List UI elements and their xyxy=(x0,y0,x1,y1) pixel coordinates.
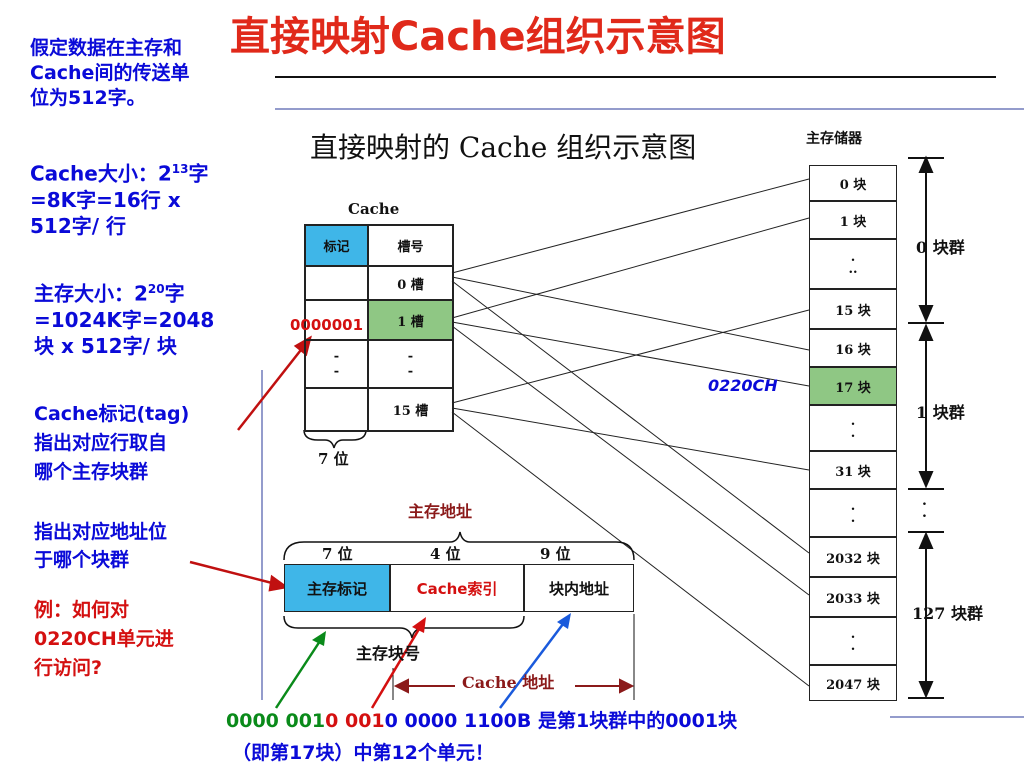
field-index: Cache索引 xyxy=(390,564,524,612)
tag-note: Cache标记(tag) 指出对应行取自 哪个主存块群 xyxy=(34,403,190,483)
mem-block-1: 1 块 xyxy=(809,201,897,239)
tag-cell-15 xyxy=(305,388,368,431)
group-dots: .. xyxy=(922,493,927,521)
memory-size-note: 主存大小：220字 =1024K字=2048 块 x 512字/ 块 xyxy=(34,281,215,358)
bits-index: 4 位 xyxy=(430,545,461,563)
binary-index-part: 0 001 xyxy=(325,710,385,732)
mem-block-dots-1: ... xyxy=(809,239,897,289)
cache-size-note: Cache大小：213字 =8K字=16行 x 512字/ 行 xyxy=(30,161,209,238)
binary-offset-part: 0 0000 1100B xyxy=(384,710,532,732)
slot-15: 15 槽 xyxy=(368,388,453,431)
highlight-address: 0220CH xyxy=(708,376,778,395)
group-127-label: 127 块群 xyxy=(912,604,983,623)
tag-cell-dots: -- xyxy=(305,340,368,388)
field-offset: 块内地址 xyxy=(524,564,634,612)
mem-block-dots-4: .. xyxy=(809,617,897,665)
transfer-unit-note: 假定数据在主存和 Cache间的传送单 位为512字。 xyxy=(30,37,190,109)
slot-1: 1 槽 xyxy=(368,300,453,340)
binary-explanation: 0000 0010 0010 0000 1100B 是第1块群中的0001块 xyxy=(226,706,737,733)
mem-block-0: 0 块 xyxy=(809,165,897,201)
mem-block-2047: 2047 块 xyxy=(809,665,897,701)
bits-offset: 9 位 xyxy=(540,545,571,563)
field-tag: 主存标记 xyxy=(284,564,390,612)
slot-0: 0 槽 xyxy=(368,266,453,300)
mem-block-dots-3: .. xyxy=(809,489,897,537)
explanation-line2: （即第17块）中第12个单元！ xyxy=(232,742,494,764)
mem-block-31: 31 块 xyxy=(809,451,897,489)
cache-table: 标记 槽号 0 槽 1 槽 -- -- 15 槽 xyxy=(304,224,454,432)
group-0-label: 0 块群 xyxy=(916,238,965,257)
mem-block-16: 16 块 xyxy=(809,329,897,367)
example-note: 例：如何对 0220CH单元进 行访问? xyxy=(34,599,174,679)
slot-dots: -- xyxy=(368,340,453,388)
address-caption: 主存地址 xyxy=(408,502,473,521)
mem-block-17: 17 块 xyxy=(809,367,897,405)
mem-block-2033: 2033 块 xyxy=(809,577,897,617)
page-title: 直接映射Cache组织示意图 xyxy=(230,14,726,60)
tag-value: 0000001 xyxy=(290,316,364,334)
mem-block-15: 15 块 xyxy=(809,289,897,329)
tag-cell-1 xyxy=(305,300,368,340)
tag-header: 标记 xyxy=(305,225,368,266)
address-note: 指出对应地址位 于哪个块群 xyxy=(34,521,168,571)
cache-label: Cache xyxy=(348,200,400,218)
group-1-label: 1 块群 xyxy=(916,403,965,422)
binary-tag-part: 0000 001 xyxy=(226,710,326,732)
cache-address-label: Cache 地址 xyxy=(462,673,555,692)
block-number-label: 主存块号 xyxy=(356,644,421,663)
figure-title: 直接映射的 Cache 组织示意图 xyxy=(310,131,697,164)
binary-tail: 是第1块群中的0001块 xyxy=(531,710,738,732)
slot-header: 槽号 xyxy=(368,225,453,266)
tag-cell-0 xyxy=(305,266,368,300)
memory-label: 主存储器 xyxy=(806,131,862,147)
mem-block-dots-2: .. xyxy=(809,405,897,451)
mem-block-2032: 2032 块 xyxy=(809,537,897,577)
bits-tag: 7 位 xyxy=(322,545,353,563)
cache-width-label: 7 位 xyxy=(318,450,349,468)
